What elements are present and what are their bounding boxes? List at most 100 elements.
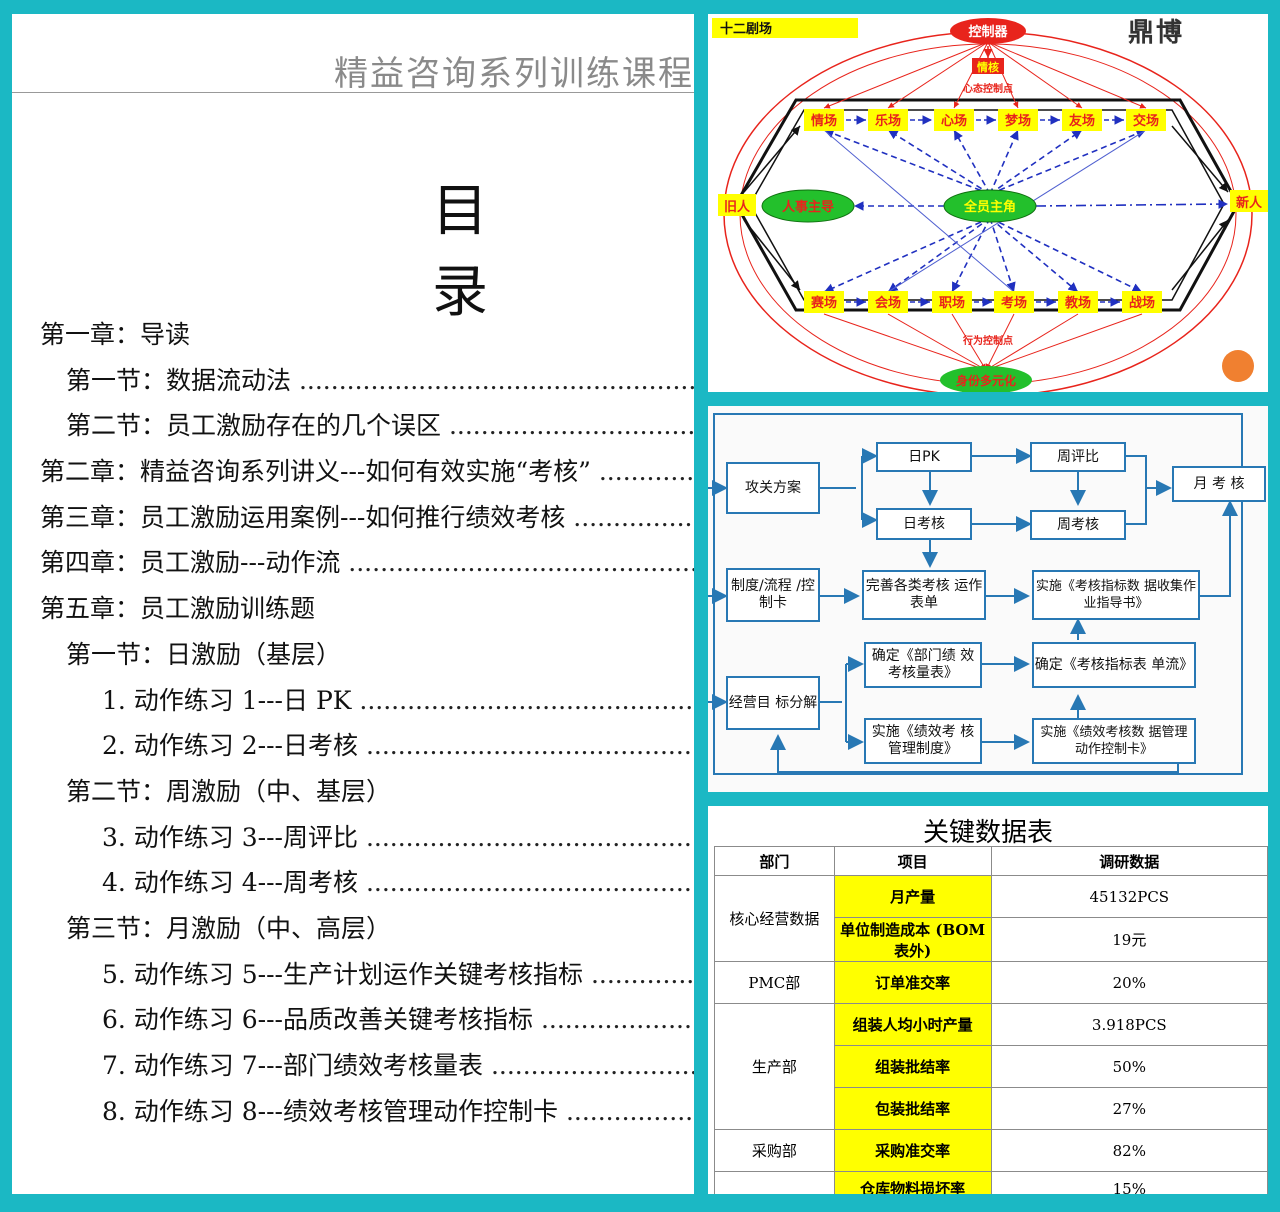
theater-label: 交场 (1133, 113, 1159, 129)
toc-entry: 7. 动作练习 7---部门绩效考核量表 (40, 1043, 694, 1089)
sub-node-label: 情核 (977, 60, 999, 74)
box-yuekaohe: 月 考 核 (1172, 466, 1266, 502)
theater-label: 教场 (1064, 295, 1091, 311)
box-shishi3: 实施《绩效考核数 据管理动作控制卡》 (1032, 718, 1196, 764)
theater-label: 战场 (1129, 295, 1155, 311)
item-cell: 月产量 (833, 875, 992, 918)
box-shishi2: 实施《绩效考 核管理制度》 (864, 718, 982, 764)
box-shishi1: 实施《考核指标数 据收集作业指导书》 (1032, 570, 1200, 620)
box-zhoukaohe: 周考核 (1030, 510, 1126, 540)
table-header-row: 部门 项目 调研数据 (714, 846, 1268, 876)
theater-label: 赛场 (810, 295, 837, 311)
item-cell: 单位制造成本 (BOM表外) (833, 917, 992, 962)
theater-box (934, 109, 974, 131)
theater-label: 梦场 (1005, 113, 1031, 129)
theater-box (868, 109, 908, 131)
sub-node-shape (972, 58, 1004, 74)
old-node-label: 旧人 (724, 199, 751, 215)
theater-box (1058, 291, 1098, 313)
theater-box (868, 291, 908, 313)
theater-box (932, 291, 972, 313)
dept-cell: 核心经营数据 (714, 875, 835, 962)
dept-cell: 采购部 (714, 1129, 835, 1172)
logo: 鼎博 (1128, 18, 1185, 48)
theater-box (994, 291, 1034, 313)
new-node-shape (1230, 190, 1268, 212)
toc-entry: 3. 动作练习 3---周评比 (40, 815, 694, 861)
orange-dot (1222, 350, 1254, 382)
value-cell: 3.918PCS (990, 1003, 1268, 1046)
toc-entry: 第一节：数据流动法 (40, 358, 694, 404)
toc-entry: 5. 动作练习 5---生产计划运作关键考核指标 (40, 952, 694, 998)
course-header: 精益咨询系列训练课程 (334, 54, 694, 94)
value-cell: 45132PCS (990, 875, 1268, 918)
twelve-theaters-svg: 控制器情核心态控制点行为控制点身份多元化旧人新人人事主导全员主角情场乐场心场梦场… (718, 18, 1268, 392)
toc-entry: 第三节：月激励（中、高层） (66, 913, 392, 943)
toc-entry: 第一节：日激励（基层） (66, 639, 342, 669)
box-zhidu: 制度/流程 /控制卡 (726, 568, 820, 622)
old-node-shape (718, 194, 756, 216)
value-cell: 19元 (990, 917, 1268, 962)
value-cell: 82% (990, 1129, 1268, 1172)
flow-arrows (708, 413, 1243, 775)
toc-entry: 第二章：精益咨询系列讲义---如何有效实施“考核” (40, 449, 694, 495)
box-wanshan: 完善各类考核 运作表单 (862, 570, 986, 620)
twelve-theaters-diagram: 控制器情核心态控制点行为控制点身份多元化旧人新人人事主导全员主角情场乐场心场梦场… (708, 14, 1268, 392)
toc-entry: 8. 动作练习 8---绩效考核管理动作控制卡 (40, 1089, 694, 1135)
top-node-shape (950, 18, 1026, 44)
box-queding2: 确定《考核指标表 单流》 (1032, 642, 1196, 688)
theater-label: 心场 (941, 114, 967, 129)
theater-box (1062, 109, 1102, 131)
toc-entry: 1. 动作练习 1---日 PK (40, 678, 694, 724)
toc-entry: 第二节：员工激励存在的几个误区 (40, 403, 694, 449)
toc-entry: 2. 动作练习 2---日考核 (40, 723, 694, 769)
box-ripk: 日PK (876, 442, 972, 472)
toc-entry: 第三章：员工激励运用案例---如何推行绩效考核 (40, 495, 694, 541)
theater-tag: 十二剧场 (720, 22, 773, 37)
value-cell: 20% (990, 961, 1268, 1004)
item-cell: 仓库物料损坏率 (833, 1171, 992, 1194)
theater-label: 会场 (875, 295, 901, 311)
item-cell: 组装批结率 (833, 1045, 992, 1088)
toc-panel: 精益咨询系列训练课程 目 录 第一章：导读第一节：数据流动法第二节：员工激励存在… (12, 14, 694, 1194)
header-value: 调研数据 (990, 846, 1268, 876)
top-caption: 心态控制点 (963, 82, 1013, 95)
bottom-node-label: 身份多元化 (956, 373, 1016, 388)
box-jingying: 经营目 标分解 (726, 676, 820, 730)
assessment-flow-diagram: 攻关方案 日PK 周评比 月 考 核 日考核 周考核 制度/流程 /控制卡 完善… (708, 406, 1268, 792)
theater-label: 考场 (1001, 295, 1027, 311)
toc-entry: 第四章：员工激励---动作流 (40, 540, 694, 586)
theater-label: 乐场 (875, 113, 901, 129)
value-cell: 50% (990, 1045, 1268, 1088)
hr-led-label: 人事主导 (782, 199, 834, 215)
item-cell: 采购准交率 (833, 1129, 992, 1172)
hr-led-oval (761, 189, 855, 223)
theater-box (1122, 291, 1162, 313)
top-node-label: 控制器 (968, 24, 1008, 40)
header-rule (12, 92, 694, 93)
dept-cell: PMC部 (714, 961, 835, 1004)
all-staff-label: 全员主角 (963, 199, 1016, 215)
new-node-label: 新人 (1236, 195, 1263, 211)
key-data-title: 关键数据表 (922, 818, 1053, 848)
toc-entry: 4. 动作练习 4---周考核 (40, 860, 694, 906)
theater-box (804, 109, 844, 131)
all-staff-oval (943, 189, 1037, 223)
theater-label: 友场 (1069, 113, 1095, 129)
toc-entry: 第二节：周激励（中、基层） (66, 776, 392, 806)
item-cell: 订单准交率 (833, 961, 992, 1004)
theater-box (1126, 109, 1166, 131)
box-gongguan: 攻关方案 (726, 462, 820, 514)
box-zhoupingbi: 周评比 (1030, 442, 1126, 472)
box-rikaohe: 日考核 (876, 508, 972, 540)
theater-tag-bg (712, 18, 858, 38)
toc-entry: 第五章：员工激励训练题 (40, 594, 316, 624)
